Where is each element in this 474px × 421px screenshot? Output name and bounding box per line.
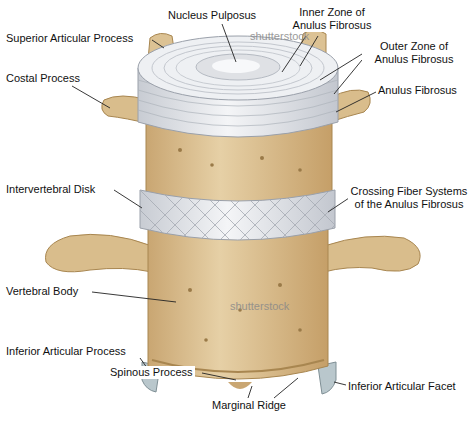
part-label: Inferior Articular Facet — [346, 380, 458, 393]
part-label: Nucleus Pulposus — [166, 9, 258, 22]
watermark: shutterstock — [250, 30, 309, 43]
watermark: shutterstock — [230, 300, 289, 313]
part-label: Costal Process — [4, 72, 82, 85]
part-label: Anulus Fibrosus — [376, 84, 459, 97]
part-label: Vertebral Body — [4, 285, 80, 298]
part-label: Outer Zone of Anulus Fibrosus — [362, 40, 466, 66]
part-label: Crossing Fiber Systems of the Anulus Fib… — [348, 185, 470, 211]
part-label: Intervertebral Disk — [4, 183, 97, 196]
part-label: Spinous Process — [108, 366, 195, 379]
part-label: Superior Articular Process — [4, 32, 135, 45]
part-label: Inferior Articular Process — [4, 345, 128, 358]
part-label: Marginal Ridge — [210, 399, 288, 412]
part-label: Inner Zone of Anulus Fibrosus — [290, 6, 374, 32]
